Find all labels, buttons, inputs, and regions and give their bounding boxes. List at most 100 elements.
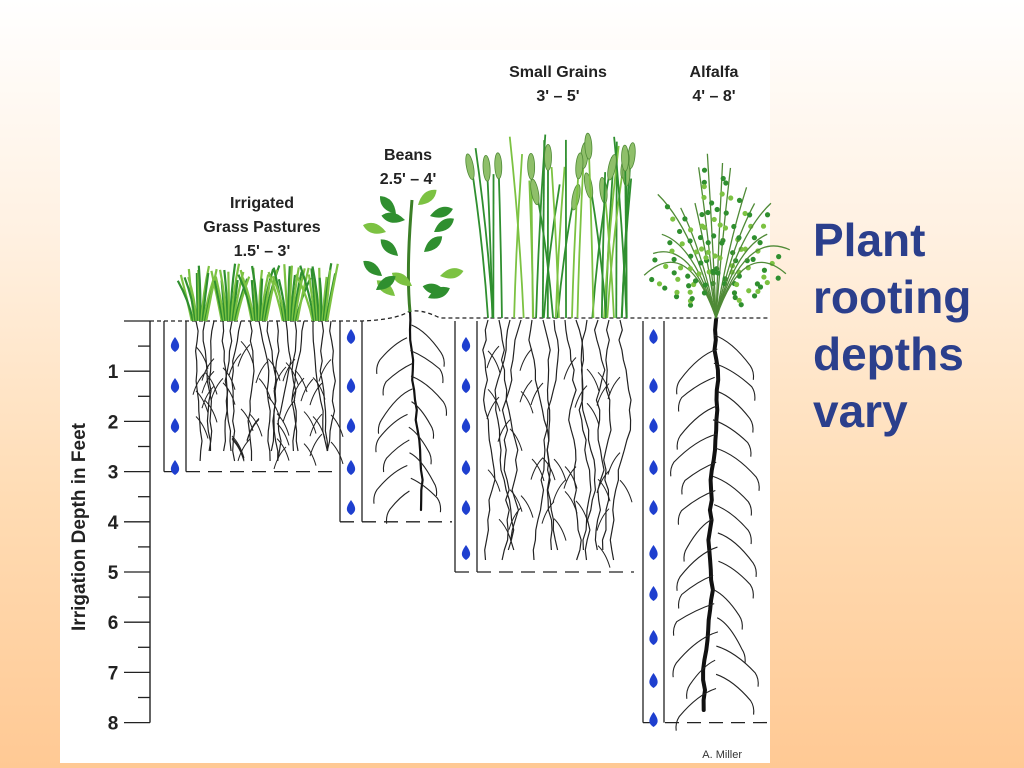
root-branch <box>563 357 577 380</box>
root-branch <box>240 340 254 364</box>
grass-clump-icon <box>295 263 339 322</box>
root-branch <box>677 574 714 609</box>
root-branch <box>683 518 714 562</box>
grass-label-line1: Irrigated <box>230 195 294 212</box>
root-branch <box>520 390 534 414</box>
root-branch <box>597 478 611 502</box>
root <box>482 319 496 561</box>
root <box>494 319 515 551</box>
root-branch <box>276 438 290 461</box>
root <box>609 319 632 561</box>
root-branch <box>410 350 444 384</box>
root-branch <box>240 408 254 432</box>
root-branch <box>204 372 218 395</box>
root-branch <box>303 411 317 434</box>
root <box>594 319 606 551</box>
diagram-panel <box>60 50 770 763</box>
depth-tick-label: 5 <box>108 563 119 584</box>
grass-label-line2: Grass Pastures <box>203 219 321 236</box>
depth-tick-label: 8 <box>108 714 119 735</box>
root-branch <box>210 378 224 401</box>
depth-tick-label: 7 <box>108 663 119 684</box>
image-credit: A. Miller <box>702 749 742 761</box>
root-branch <box>619 479 633 503</box>
root-branch <box>410 375 448 416</box>
root <box>291 320 305 452</box>
root-branch <box>508 507 522 530</box>
root <box>195 320 203 462</box>
root-branch <box>309 413 323 437</box>
root-branch <box>672 631 719 678</box>
root-branch <box>222 382 236 405</box>
grains-label-line1: Small Grains <box>509 64 607 81</box>
water-drop-icon <box>649 712 658 727</box>
water-drop-icon <box>170 460 180 475</box>
root <box>326 320 336 452</box>
root-branch <box>222 367 236 390</box>
slide-title: Plant rooting depths vary <box>813 212 1018 440</box>
water-drop-icon <box>170 337 180 352</box>
water-drop-icon <box>346 500 356 515</box>
root-branch <box>596 470 610 494</box>
root-branch <box>717 532 757 578</box>
water-columns <box>163 321 768 727</box>
root-branch <box>596 383 610 406</box>
water-drop-icon <box>461 460 471 475</box>
root-branch <box>553 518 567 541</box>
water-drop-icon <box>170 418 180 433</box>
slide-title-line1: Plant <box>813 214 926 266</box>
root-branch <box>713 362 756 401</box>
beans-label-line2: 2.5' – 4' <box>380 171 437 188</box>
root-branch <box>282 358 296 382</box>
depth-tick-label: 4 <box>108 513 119 534</box>
root <box>266 320 279 462</box>
root <box>206 320 215 452</box>
root-branch <box>597 371 611 395</box>
root-branch <box>291 377 305 401</box>
root-branch <box>285 362 299 385</box>
root-branch <box>228 353 242 376</box>
water-drop-icon <box>461 418 471 433</box>
root-branch <box>382 439 410 473</box>
root-branch <box>201 358 215 381</box>
grass-clump-icon <box>267 264 312 322</box>
root-branch <box>410 477 442 513</box>
root-branch <box>300 378 314 402</box>
root-branch <box>385 490 410 524</box>
root-branch <box>509 428 523 451</box>
root-branch <box>487 350 501 374</box>
root-branch <box>255 360 269 384</box>
root-branch <box>718 560 754 599</box>
root-branch <box>411 324 445 367</box>
beans-label-line1: Beans <box>384 147 432 164</box>
root-branch <box>195 416 209 439</box>
alfalfa-plant-icon <box>643 153 791 319</box>
root <box>501 319 522 561</box>
root <box>528 319 559 551</box>
plants <box>176 132 791 322</box>
water-drop-icon <box>649 630 658 645</box>
root-branch <box>411 401 435 439</box>
root-branch <box>564 466 578 489</box>
water-drop-icon <box>649 586 658 601</box>
root <box>231 320 242 462</box>
root-branch <box>382 362 413 396</box>
water-drop-icon <box>170 378 180 393</box>
water-drop-icon <box>346 418 356 433</box>
root-branch <box>373 464 408 504</box>
root-branch <box>686 659 716 699</box>
root-branch <box>607 376 621 400</box>
water-drop-icon <box>461 500 471 515</box>
root-branch <box>309 382 323 406</box>
root-branch <box>676 546 718 591</box>
root <box>277 320 292 462</box>
root-branch <box>672 603 715 636</box>
root-branch <box>717 391 754 433</box>
root <box>258 320 271 462</box>
root-branch <box>246 417 260 441</box>
root-branch <box>519 348 533 371</box>
root-branch <box>330 441 344 465</box>
root-branch <box>552 480 566 503</box>
slide-title-line2: rooting <box>813 271 972 323</box>
root-branch <box>716 645 759 687</box>
